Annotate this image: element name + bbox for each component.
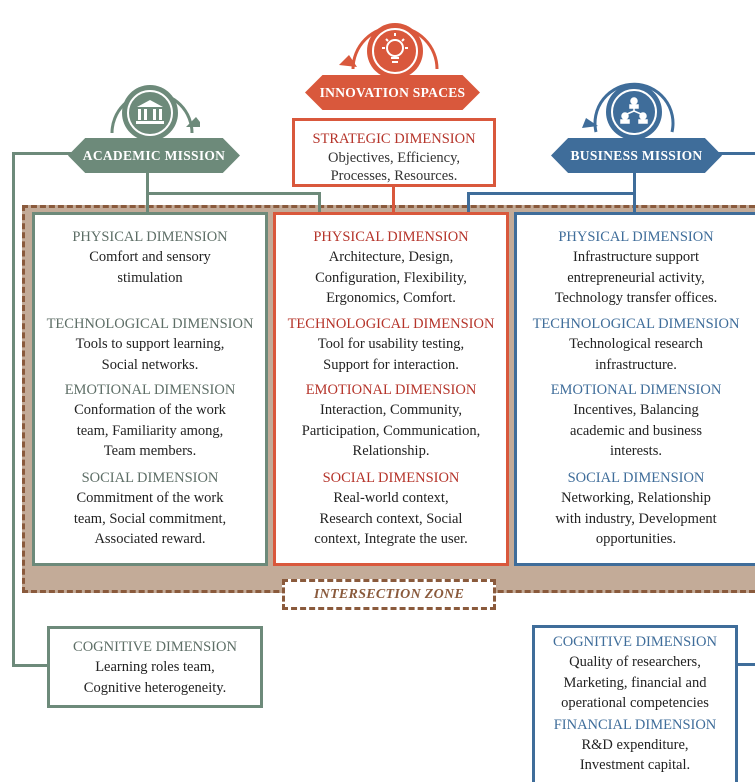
text-line: Comfort and sensory (89, 249, 211, 265)
text-line: Real-world context, (333, 490, 449, 506)
physical-dimension-heading: PHYSICAL DIMENSION (558, 229, 714, 245)
technological-dimension-heading: TECHNOLOGICAL DIMENSION (532, 316, 740, 332)
text-line: entrepreneurial activity, (567, 269, 705, 286)
text-line: interests. (610, 443, 662, 459)
emotional-dimension-heading: EMOTIONAL DIMENSION (64, 382, 236, 398)
financial-dimension-heading: FINANCIAL DIMENSION (553, 716, 717, 733)
academic-mission-banner: ACADEMIC MISSION (68, 138, 240, 173)
lightbulb-icon (382, 33, 408, 63)
text-line: Team members. (103, 443, 197, 459)
text-line: stimulation (117, 269, 183, 286)
business-connector (715, 152, 755, 155)
text-line: Objectives, Efficiency, (327, 150, 461, 166)
text-line: Interaction, Community, (319, 402, 463, 418)
innovation-connector (392, 185, 395, 214)
academic-icon-group (110, 85, 200, 141)
strategic-dimension-heading: STRATEGIC DIMENSION (312, 131, 476, 147)
text-line: Associated reward. (94, 531, 206, 547)
text-line: Infrastructure support (572, 249, 700, 265)
academic-connector (146, 192, 321, 195)
academic-connector (12, 152, 82, 155)
innovation-spaces-banner: INNOVATION SPACES (305, 75, 480, 110)
business-connector (467, 192, 470, 214)
business-cognitive-financial-box: COGNITIVE DIMENSION Quality of researche… (532, 625, 738, 782)
text-line: Configuration, Flexibility, (315, 269, 467, 286)
text-line: opportunities. (595, 531, 677, 547)
academic-column: PHYSICAL DIMENSION Comfort and sensory st… (32, 212, 268, 566)
text-line: infrastructure. (595, 356, 677, 373)
text-line: Conformation of the work (74, 402, 226, 418)
text-line: team, Social commitment, (73, 510, 227, 527)
business-column: PHYSICAL DIMENSION Infrastructure suppor… (514, 212, 755, 566)
emotional-dimension-heading: EMOTIONAL DIMENSION (305, 382, 477, 398)
text-line: Marketing, financial and (563, 674, 707, 691)
academic-mission-title: ACADEMIC MISSION (82, 147, 226, 163)
technological-dimension-heading: TECHNOLOGICAL DIMENSION (287, 316, 495, 332)
business-mission-banner: BUSINESS MISSION (551, 138, 722, 173)
text-line: context, Integrate the user. (314, 531, 468, 547)
text-line: Quality of researchers, (569, 654, 701, 670)
network-people-icon (620, 97, 648, 124)
text-line: Incentives, Balancing (573, 402, 699, 418)
social-dimension-heading: SOCIAL DIMENSION (81, 470, 219, 486)
emotional-dimension-heading: EMOTIONAL DIMENSION (550, 382, 722, 398)
text-line: Technological research (569, 336, 703, 352)
social-dimension-heading: SOCIAL DIMENSION (322, 470, 460, 486)
institution-icon (136, 100, 164, 124)
academic-cognitive-box: COGNITIVE DIMENSION Learning roles team,… (47, 626, 263, 708)
intersection-zone-label: INTERSECTION ZONE (313, 586, 465, 602)
academic-connector (12, 152, 15, 667)
physical-dimension-heading: PHYSICAL DIMENSION (313, 229, 469, 245)
text-line: R&D expenditure, (581, 736, 689, 753)
innovation-spaces-title: INNOVATION SPACES (319, 84, 466, 100)
innovation-column: PHYSICAL DIMENSION Architecture, Design,… (273, 212, 509, 566)
technological-dimension-heading: TECHNOLOGICAL DIMENSION (46, 316, 254, 332)
text-line: Technology transfer offices. (554, 290, 718, 306)
cognitive-dimension-heading: COGNITIVE DIMENSION (73, 639, 237, 655)
text-line: Architecture, Design, (328, 249, 454, 265)
strategic-dimension-text: Objectives, Efficiency, Processes, Resou… (295, 149, 493, 185)
text-line: Learning roles team, (95, 659, 215, 675)
text-line: with industry, Development (555, 510, 717, 527)
text-line: Participation, Communication, (301, 422, 481, 439)
text-line: academic and business (569, 422, 703, 439)
text-line: Commitment of the work (76, 490, 224, 506)
strategic-dimension-box: STRATEGIC DIMENSION Objectives, Efficien… (292, 118, 496, 187)
academic-connector (12, 664, 49, 667)
text-line: Support for interaction. (323, 356, 459, 373)
text-line: Cognitive heterogeneity. (83, 679, 227, 696)
text-line: Social networks. (101, 356, 199, 373)
business-connector (736, 663, 755, 666)
cognitive-dimension-heading: COGNITIVE DIMENSION (553, 634, 717, 650)
text-line: Tool for usability testing, (317, 336, 465, 352)
social-dimension-heading: SOCIAL DIMENSION (567, 470, 705, 486)
text-line: Networking, Relationship (561, 490, 711, 506)
text-line: Investment capital. (579, 757, 691, 773)
text-line: Research context, Social (319, 510, 463, 527)
business-icon-group (582, 82, 675, 140)
academic-connector (318, 192, 321, 214)
text-line: operational competencies (561, 695, 709, 711)
physical-dimension-heading: PHYSICAL DIMENSION (72, 229, 228, 245)
text-line: team, Familiarity among, (76, 422, 224, 439)
innovation-icon-group (339, 23, 439, 79)
business-mission-title: BUSINESS MISSION (570, 147, 703, 163)
intersection-zone-label-box: INTERSECTION ZONE (282, 579, 496, 610)
text-line: Processes, Resources. (330, 168, 458, 184)
text-line: Relationship. (352, 443, 430, 459)
text-line: Ergonomics, Comfort. (326, 290, 456, 306)
text-line: Tools to support learning, (75, 336, 225, 352)
business-connector (467, 192, 636, 195)
